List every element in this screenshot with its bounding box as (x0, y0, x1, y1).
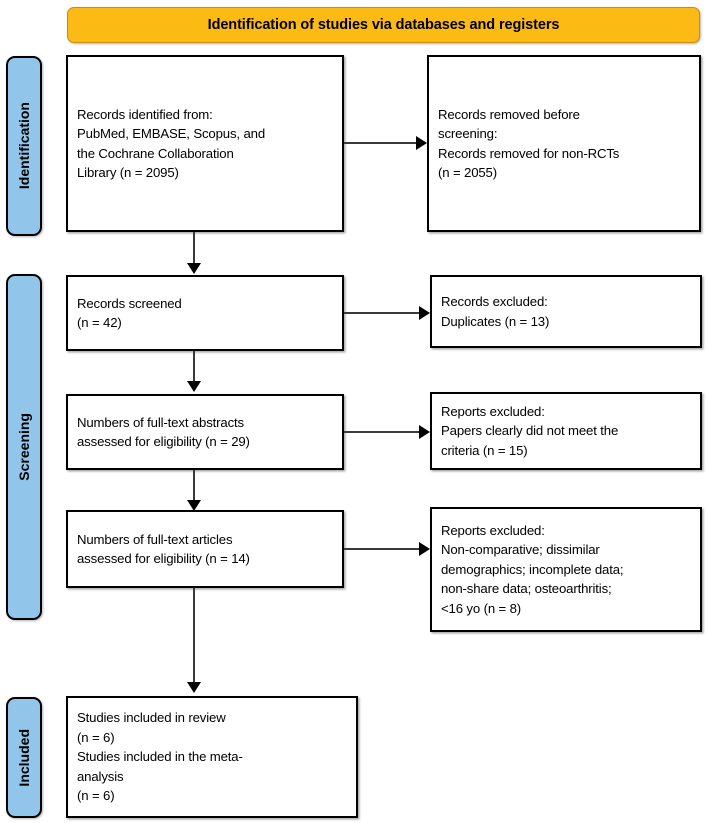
arrowhead-abstracts-to-excluded (419, 425, 430, 439)
arrowhead-identified-to-screened (187, 263, 201, 274)
box-studies-included: Studies included in review (n = 6) Studi… (66, 696, 358, 818)
connector-abstracts-to-excluded (344, 431, 421, 433)
arrowhead-screened-to-excluded (419, 306, 430, 320)
box-records-removed: Records removed before screening: Record… (427, 55, 701, 232)
connector-identified-to-screened (193, 232, 195, 265)
connector-screened-to-excluded (344, 312, 421, 314)
box-reports-excluded-abstracts: Reports excluded: Papers clearly did not… (430, 392, 702, 470)
arrowhead-articles-to-excluded (419, 542, 430, 556)
stage-label-screening: Screening (6, 274, 42, 620)
connector-screened-to-abstracts (193, 351, 195, 383)
box-articles-assessed: Numbers of full-text articles assessed f… (66, 510, 344, 588)
stage-label-identification: Identification (6, 56, 42, 236)
box-records-identified: Records identified from: PubMed, EMBASE,… (66, 55, 344, 232)
box-records-excluded-text: Records excluded: Duplicates (n = 13) (441, 294, 550, 329)
stage-label-included-text: Included (16, 728, 32, 787)
stage-label-included: Included (6, 697, 42, 818)
connector-abstracts-to-articles (193, 470, 195, 503)
box-reports-excluded-articles: Reports excluded: Non-comparative; dissi… (430, 507, 702, 632)
arrowhead-abstracts-to-articles (187, 500, 201, 511)
box-abstracts-assessed-text: Numbers of full-text abstracts assessed … (77, 414, 250, 450)
arrowhead-articles-to-included (187, 682, 201, 693)
arrowhead-screened-to-abstracts (187, 381, 201, 392)
box-records-excluded: Records excluded: Duplicates (n = 13) (430, 275, 702, 348)
connector-articles-to-included (193, 588, 195, 684)
box-articles-assessed-text: Numbers of full-text articles assessed f… (77, 531, 250, 567)
phase-banner-identification: Identification of studies via databases … (67, 7, 700, 43)
box-studies-included-text: Studies included in review (n = 6) Studi… (77, 710, 243, 804)
box-records-identified-text: Records identified from: PubMed, EMBASE,… (77, 106, 266, 181)
box-records-removed-text: Records removed before screening: Record… (438, 106, 620, 181)
box-records-screened-text: Records screened (n = 42) (77, 295, 182, 331)
stage-label-identification-text: Identification (16, 102, 32, 190)
box-reports-excluded-articles-text: Reports excluded: Non-comparative; dissi… (441, 522, 624, 616)
box-records-screened: Records screened (n = 42) (66, 275, 344, 351)
connector-articles-to-excluded (344, 548, 421, 550)
box-abstracts-assessed: Numbers of full-text abstracts assessed … (66, 394, 344, 470)
stage-label-screening-text: Screening (16, 413, 32, 481)
box-reports-excluded-abstracts-text: Reports excluded: Papers clearly did not… (441, 403, 619, 458)
arrowhead-identified-to-removed (416, 136, 427, 150)
connector-identified-to-removed (344, 142, 418, 144)
